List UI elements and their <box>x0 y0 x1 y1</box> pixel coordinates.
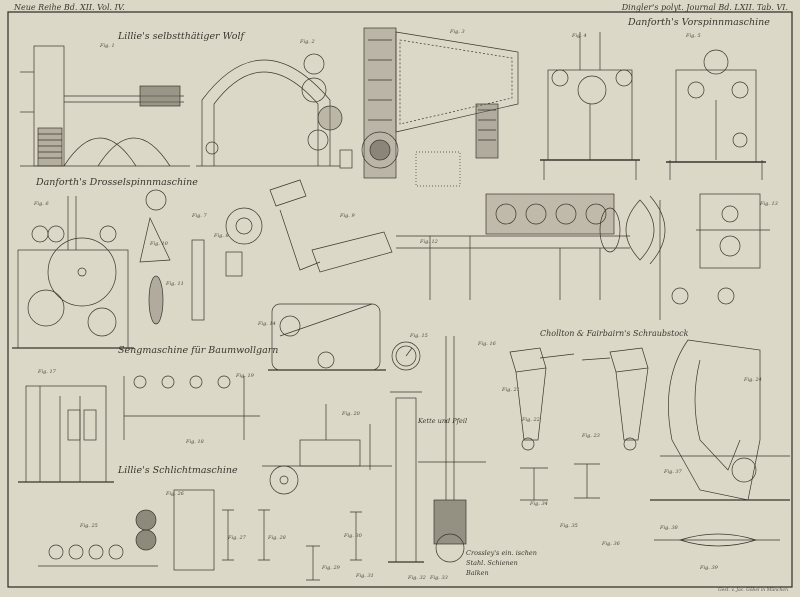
figure-number: Fig. 32 <box>408 575 426 581</box>
header-right: Dingler's polyt. Journal Bd. LXII. Tab. … <box>621 3 788 12</box>
warp-beams <box>123 375 260 440</box>
figure-number: Fig. 34 <box>530 501 548 507</box>
gauge-column <box>388 341 424 563</box>
spindle-elevation <box>654 533 780 547</box>
title-kette: Kette und Pfeil <box>418 417 468 425</box>
title-drossel: Danforth's Drosselspinnmaschine <box>36 177 198 188</box>
header-left: Neue Reihe Bd. XII. Vol. IV. <box>14 3 125 12</box>
vorspinn-frame-left <box>540 32 640 180</box>
sizing-machine <box>18 385 114 483</box>
figure-number: Fig. 9 <box>340 213 355 219</box>
spindle-details <box>139 189 205 325</box>
title-vorspinn: Danforth's Vorspinnmaschine <box>628 17 770 28</box>
title-schienen-3: Balken <box>466 569 489 577</box>
title-wolf: Lillie's selbstthätiger Wolf <box>118 31 245 42</box>
vise-left <box>509 347 575 451</box>
figure-number: Fig. 36 <box>602 541 620 547</box>
figure-number: Fig. 6 <box>34 201 49 207</box>
figure-number: Fig. 21 <box>502 387 520 393</box>
figure-number: Fig. 11 <box>166 281 184 287</box>
figure-number: Fig. 35 <box>560 523 578 529</box>
wolf-machine-end-view <box>196 53 353 169</box>
figure-number: Fig. 10 <box>150 241 168 247</box>
title-schlicht: Lillie's Schlichtmaschine <box>118 465 238 476</box>
rail-profiles <box>222 463 600 581</box>
singeing-machine <box>268 303 386 371</box>
figure-number: Fig. 1 <box>100 43 115 49</box>
pendulum-press <box>418 336 486 563</box>
title-sengmaschine: Sengmaschine für Baumwollgarn <box>118 345 279 356</box>
wolf-machine-side-view <box>20 45 190 167</box>
figure-number: Fig. 8 <box>214 233 229 239</box>
figure-number: Fig. 3 <box>450 29 465 35</box>
figure-number: Fig. 22 <box>522 417 540 423</box>
vorspinn-frame-right <box>666 49 766 180</box>
lever-mechanism <box>225 179 393 277</box>
figure-number: Fig. 26 <box>166 491 184 497</box>
funnel-machine <box>361 27 519 187</box>
figure-number: Fig. 13 <box>760 201 778 207</box>
figure-number: Fig. 28 <box>268 535 286 541</box>
engraver-credit: Gest. v. Jac. Göbel in München <box>718 588 788 593</box>
figure-number: Fig. 20 <box>342 411 360 417</box>
feed-mechanism <box>262 404 392 495</box>
figure-number: Fig. 27 <box>228 535 246 541</box>
roller-set <box>38 489 215 571</box>
plate-border <box>7 11 793 588</box>
figure-number: Fig. 38 <box>660 525 678 531</box>
vise-right <box>581 347 649 451</box>
figure-number: Fig. 2 <box>300 39 315 45</box>
gear-assembly-right <box>625 193 770 320</box>
figure-number: Fig. 39 <box>700 565 718 571</box>
title-schienen-1: Crossley's ein. ischen <box>466 549 537 557</box>
stamp-press <box>650 339 790 501</box>
figure-number: Fig. 4 <box>572 33 587 39</box>
horizontal-machine <box>396 193 630 300</box>
figure-number: Fig. 15 <box>410 333 428 339</box>
figure-number: Fig. 18 <box>186 439 204 445</box>
figure-number: Fig. 25 <box>80 523 98 529</box>
figure-number: Fig. 7 <box>192 213 207 219</box>
title-schraubstock: Chollton & Fairbairn's Schraubstock <box>540 329 689 338</box>
figure-number: Fig. 19 <box>236 373 254 379</box>
title-schienen-2: Stahl. Schienen <box>466 559 518 567</box>
figure-number: Fig. 31 <box>356 573 374 579</box>
figure-number: Fig. 37 <box>664 469 682 475</box>
figure-number: Fig. 23 <box>582 433 600 439</box>
figure-number: Fig. 33 <box>430 575 448 581</box>
figure-number: Fig. 29 <box>322 565 340 571</box>
drossel-spinning-frame <box>12 196 134 349</box>
figure-number: Fig. 5 <box>686 33 701 39</box>
figure-number: Fig. 24 <box>744 377 762 383</box>
figure-number: Fig. 14 <box>258 321 276 327</box>
figure-number: Fig. 16 <box>478 341 496 347</box>
figure-number: Fig. 17 <box>38 369 56 375</box>
figure-number: Fig. 12 <box>420 239 438 245</box>
figure-number: Fig. 30 <box>344 533 362 539</box>
